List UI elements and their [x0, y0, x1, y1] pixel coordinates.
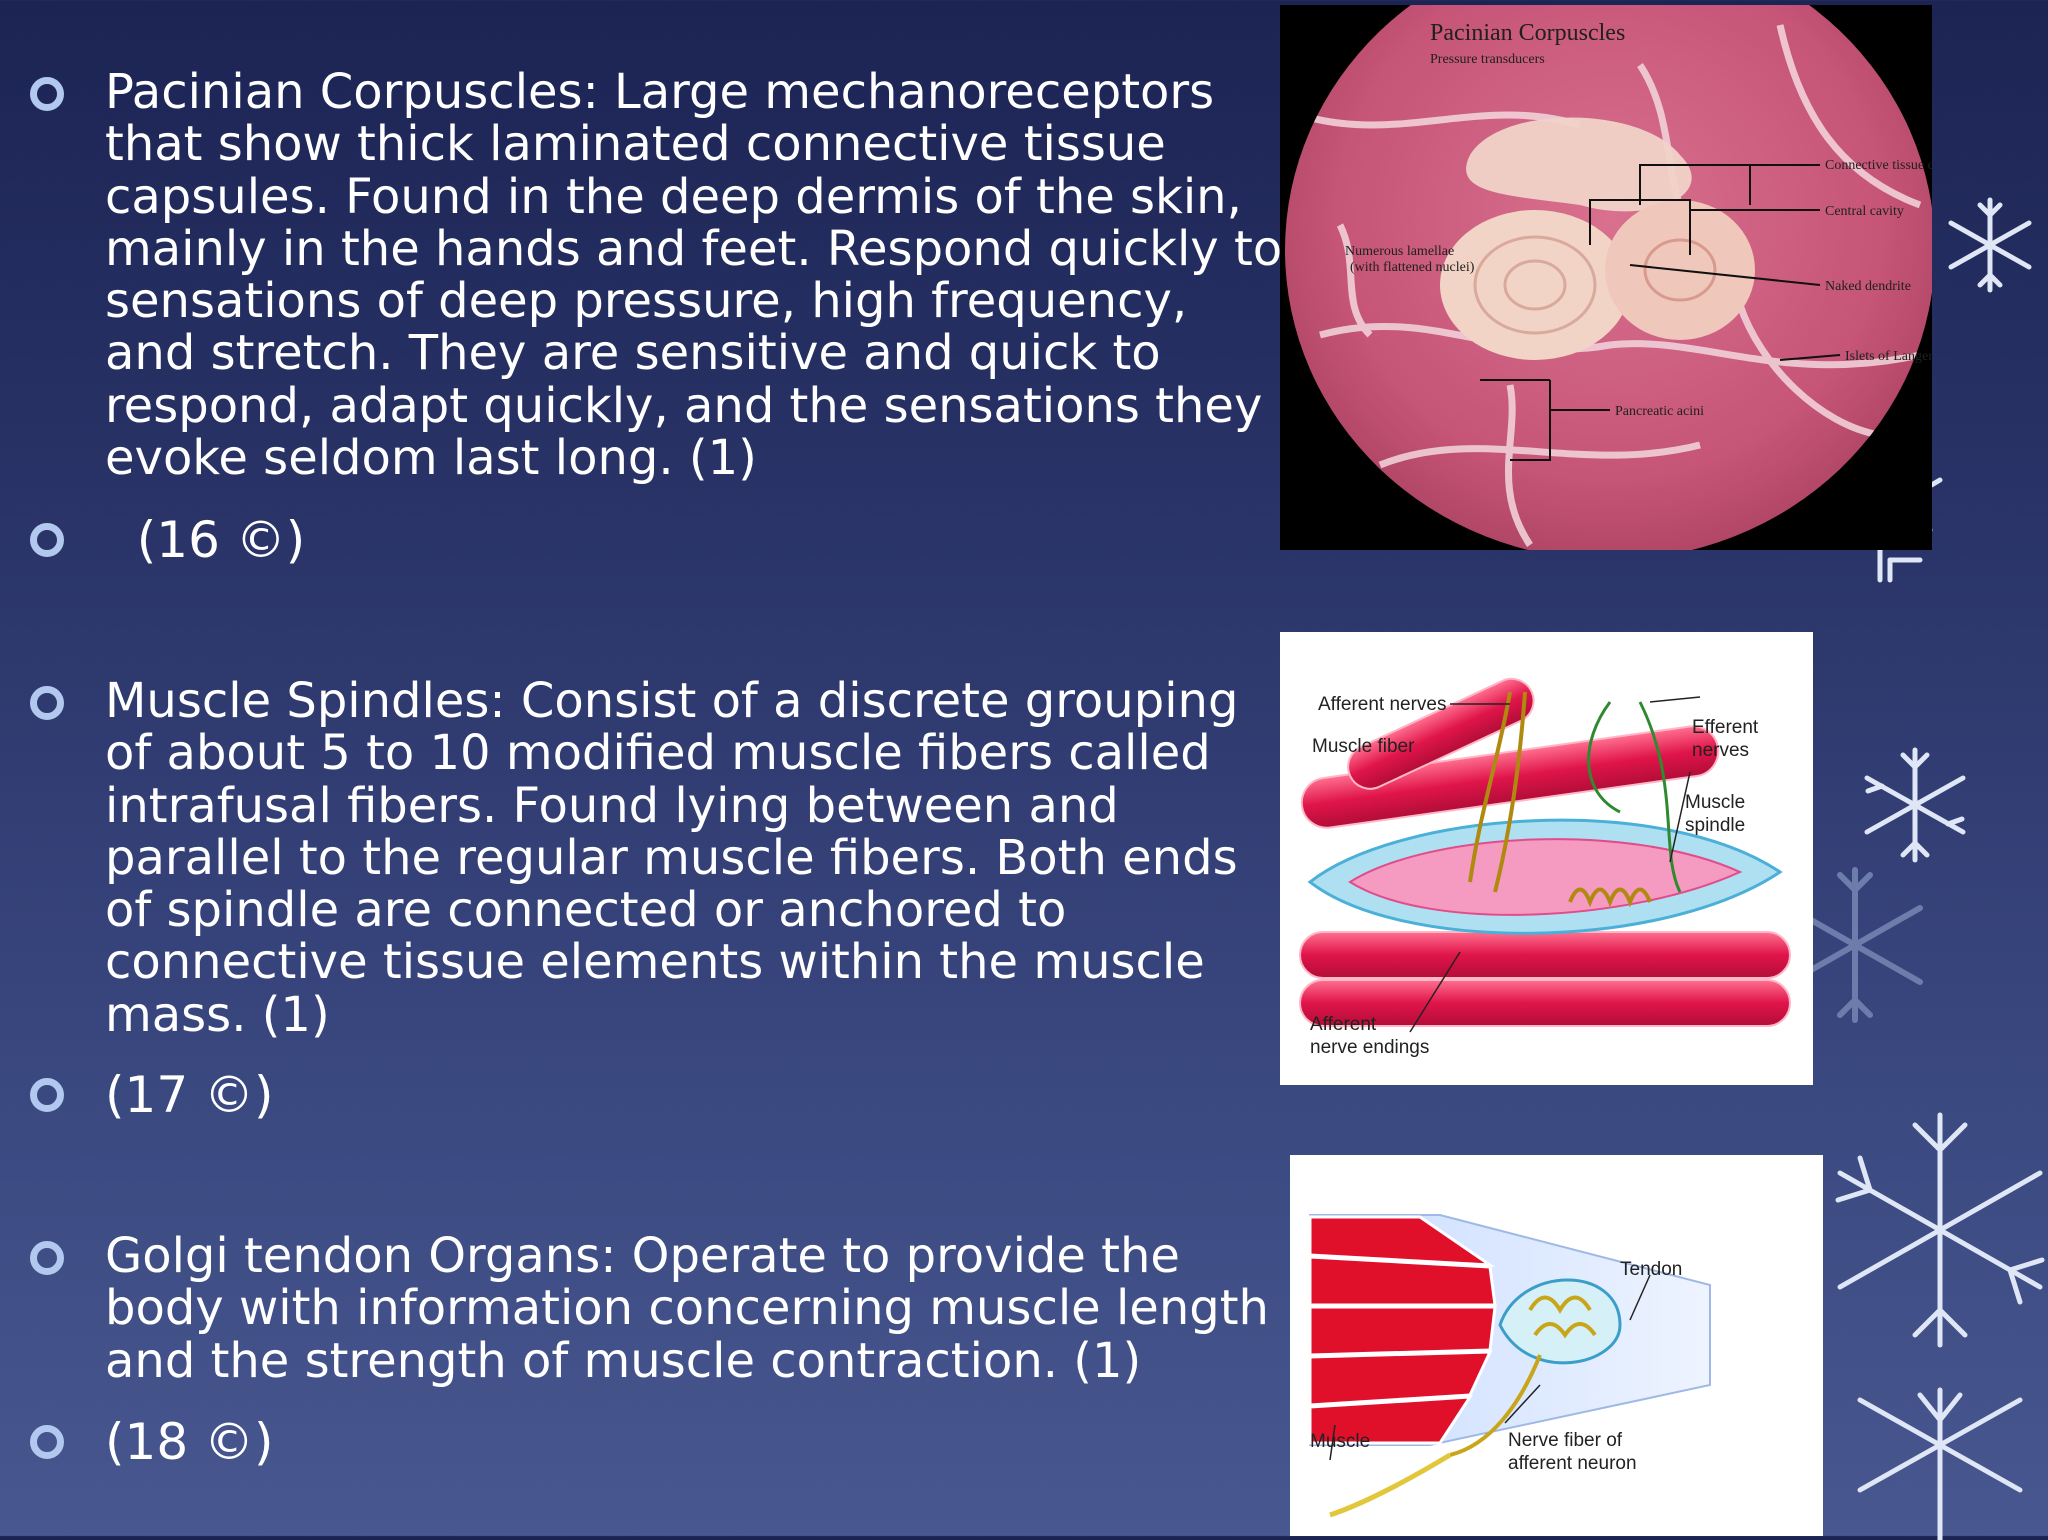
muscle-spindle-diagram: Afferent nerves Muscle fiber Efferent ne…	[1280, 632, 1813, 1085]
label-islets: Islets of Langerhans	[1845, 349, 1932, 364]
label-nerve-endings: nerve endings	[1310, 1037, 1429, 1058]
label-afferent-neuron: afferent neuron	[1508, 1453, 1637, 1474]
label-muscle-fiber: Muscle fiber	[1312, 736, 1415, 757]
snowflake-icon	[1857, 1387, 2023, 1540]
label-tendon: Tendon	[1620, 1259, 1682, 1280]
label-afferent-nerves: Afferent nerves	[1318, 694, 1447, 715]
label-muscle: Muscle	[1685, 792, 1745, 813]
bullet-ring-icon	[30, 77, 64, 111]
spindle-ref: (17 ©)	[30, 1067, 1285, 1123]
micrograph-title: Pacinian Corpuscles	[1430, 20, 1625, 46]
label-lamellae-nuclei: (with flattened nuclei)	[1350, 260, 1475, 275]
bullet-ring-icon	[30, 686, 64, 720]
label-nerve-fiber: Nerve fiber of	[1508, 1430, 1623, 1451]
label-central-cavity: Central cavity	[1825, 204, 1904, 219]
golgi-tendon-diagram: Tendon Muscle Nerve fiber of afferent ne…	[1290, 1155, 1823, 1536]
pacinian-text: Pacinian Corpuscles: Large mechanorecept…	[30, 66, 1285, 484]
label-spindle: spindle	[1685, 815, 1745, 836]
spindle-text: Muscle Spindles: Consist of a discrete g…	[30, 675, 1285, 1041]
bullet-ring-icon	[30, 1078, 64, 1112]
label-naked-dendrite: Naked dendrite	[1825, 279, 1911, 294]
label-lamellae: Numerous lamellae	[1345, 244, 1454, 259]
golgi-text: Golgi tendon Organs: Operate to provide …	[30, 1230, 1285, 1387]
bullet-ring-icon	[30, 1241, 64, 1275]
bullet-ring-icon	[30, 1425, 64, 1459]
pacinian-ref: (16 ©)	[30, 512, 1285, 568]
bullet-ring-icon	[30, 523, 64, 557]
label-efferent: Efferent	[1692, 717, 1759, 738]
label-afferent: Afferent	[1310, 1014, 1377, 1035]
snowflake-icon	[1948, 197, 2032, 293]
snowflake-icon	[1864, 747, 1966, 863]
label-muscle: Muscle	[1310, 1431, 1370, 1452]
label-efferent-nerves: nerves	[1692, 740, 1749, 761]
snowflake-icon	[1835, 1112, 2045, 1348]
pacinian-micrograph: Pacinian Corpuscles Pressure transducers…	[1280, 5, 1932, 550]
label-pancreatic-acini: Pancreatic acini	[1615, 404, 1704, 419]
micrograph-subtitle: Pressure transducers	[1430, 52, 1545, 67]
label-connective-capsule: Connective tissue capsule	[1825, 158, 1932, 173]
golgi-ref: (18 ©)	[30, 1414, 1285, 1470]
bullet-list: Pacinian Corpuscles: Large mechanorecept…	[30, 66, 1285, 1470]
